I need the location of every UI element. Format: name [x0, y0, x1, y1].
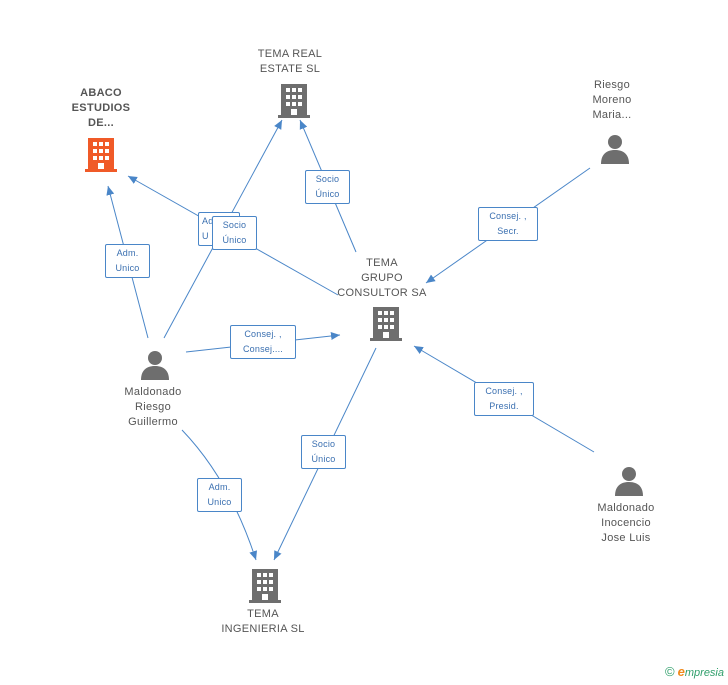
- edge-label-consej-secr[interactable]: Consej. , Secr.: [478, 207, 538, 241]
- edge-label-socio-unico[interactable]: Socio Único: [305, 170, 350, 204]
- node-label-tema-ingenieria[interactable]: TEMA INGENIERIA SL: [221, 608, 305, 635]
- node-label-tema-real[interactable]: TEMA REAL ESTATE SL: [257, 48, 323, 75]
- brand-logo: empresia: [677, 664, 724, 679]
- person-icon[interactable]: [600, 134, 630, 164]
- building-icon[interactable]: [249, 569, 281, 603]
- node-label-abaco[interactable]: ABACO ESTUDIOS DE...: [71, 87, 131, 129]
- node-label-riesgo-moreno[interactable]: Riesgo Moreno Maria...: [592, 79, 632, 121]
- node-label-maldonado-riesgo[interactable]: Maldonado Riesgo Guillermo: [124, 386, 182, 428]
- edges: [106, 119, 595, 561]
- edge-label-adm-unico[interactable]: Adm. Unico: [105, 244, 150, 278]
- edge-label-socio-unico[interactable]: Socio Único: [301, 435, 346, 469]
- edge-label-adm-unico[interactable]: Adm. Unico: [197, 478, 242, 512]
- edge-label-consej-presid[interactable]: Consej. , Presid.: [474, 382, 534, 416]
- building-icon[interactable]: [370, 307, 402, 341]
- copyright-symbol: ©: [665, 664, 675, 679]
- edge-label-socio-unico[interactable]: Socio Único: [212, 216, 257, 250]
- edge-label-consej-consej[interactable]: Consej. , Consej....: [230, 325, 296, 359]
- building-icon[interactable]: [85, 138, 117, 172]
- person-icon[interactable]: [614, 466, 644, 496]
- node-label-tema-grupo[interactable]: TEMA GRUPO CONSULTOR SA: [337, 257, 427, 299]
- building-icon[interactable]: [278, 84, 310, 118]
- node-label-maldonado-inocencio[interactable]: Maldonado Inocencio Jose Luis: [597, 502, 655, 544]
- person-icon[interactable]: [140, 350, 170, 380]
- brand-footer: © empresia: [665, 664, 724, 679]
